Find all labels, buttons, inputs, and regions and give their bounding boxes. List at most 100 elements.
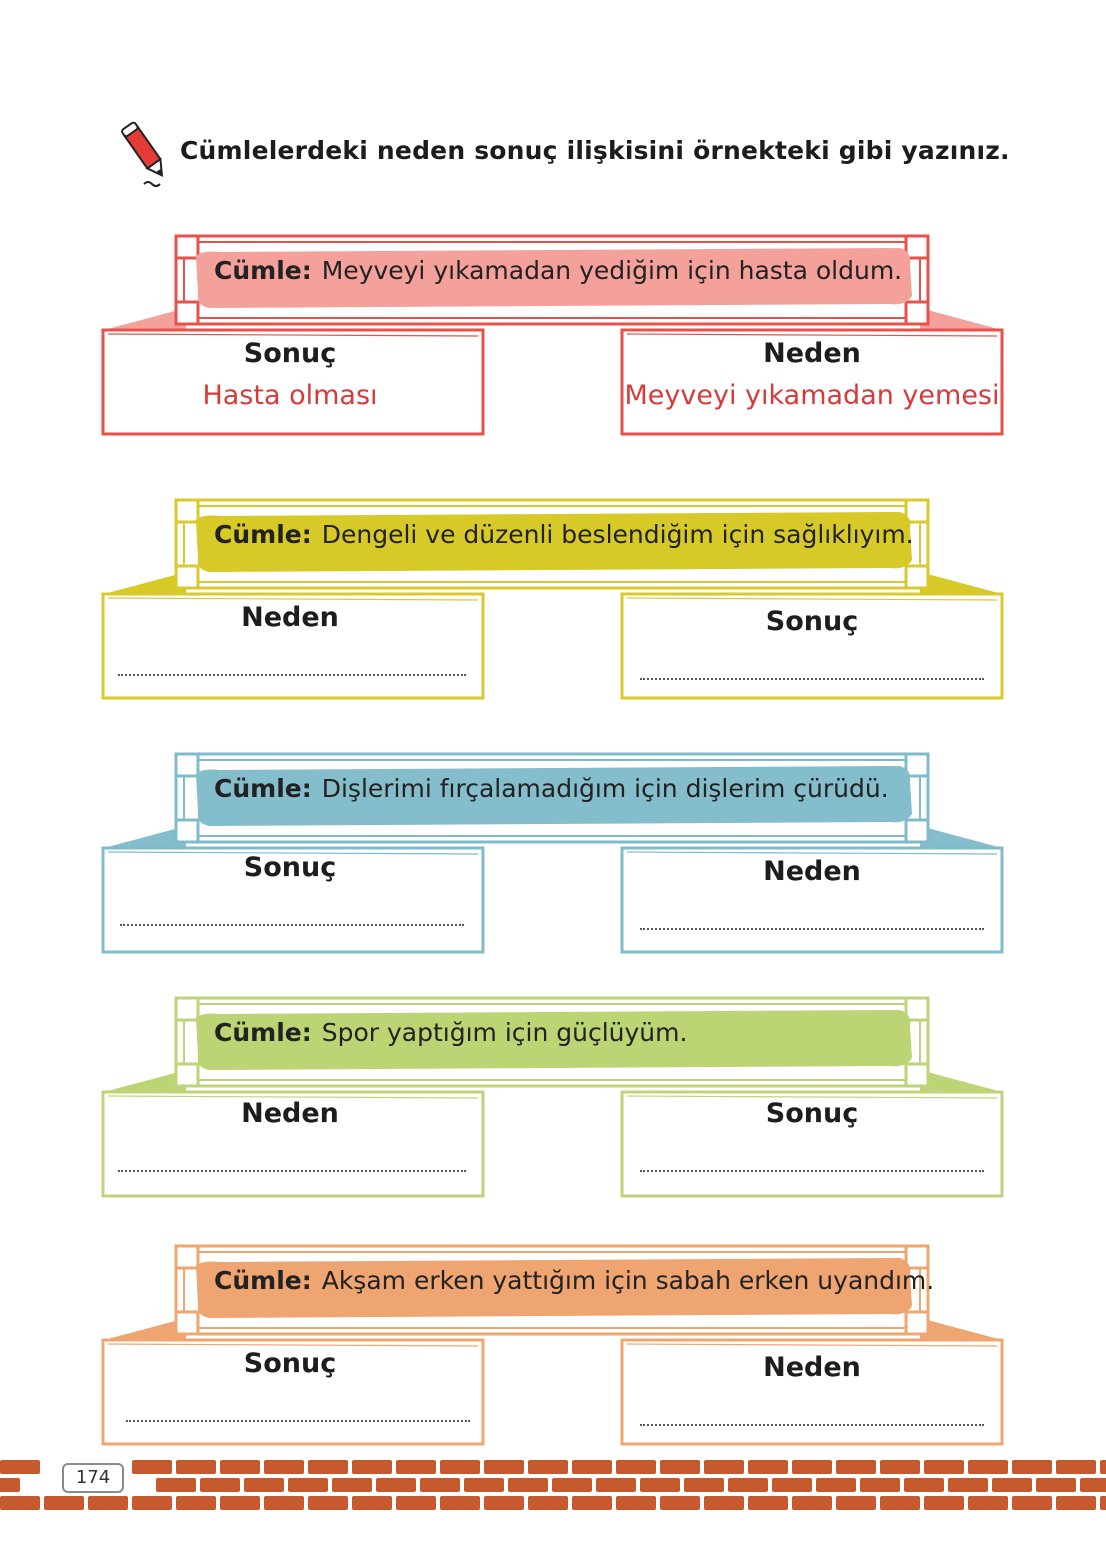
right-answer-line[interactable] xyxy=(640,678,984,680)
frame-corner-2 xyxy=(174,1310,200,1336)
brick xyxy=(156,1478,196,1492)
brick xyxy=(704,1496,744,1510)
left-answer-line[interactable] xyxy=(118,1170,466,1172)
brick-wall xyxy=(0,1460,1106,1510)
right-box-title: Sonuç xyxy=(765,606,859,637)
instruction-text: Cümlelerdeki neden sonuç ilişkisini örne… xyxy=(180,136,1010,165)
right-answer-box xyxy=(620,328,1004,436)
brick xyxy=(352,1460,392,1474)
frame-corner-0 xyxy=(174,498,200,524)
brick xyxy=(88,1496,128,1510)
banner-frame xyxy=(101,498,1004,700)
sentence-text: Meyveyi yıkamadan yediğim için hasta old… xyxy=(321,256,903,285)
brick xyxy=(440,1496,480,1510)
banner-inner-frame xyxy=(183,759,921,837)
brick xyxy=(836,1496,876,1510)
sentence-banner: Cümle:Meyveyi yıkamadan yediğim için has… xyxy=(214,256,902,285)
brick xyxy=(528,1496,568,1510)
left-answer-box xyxy=(101,846,485,954)
left-answer-box xyxy=(101,1090,485,1198)
right-box-answer: Meyveyi yıkamadan yemesi xyxy=(624,380,1000,411)
right-box-inner-line xyxy=(626,1095,998,1099)
sentence-text: Dişlerimi fırçalamadığım için dişlerim ç… xyxy=(321,774,889,803)
brick xyxy=(200,1478,240,1492)
right-answer-box xyxy=(620,1090,1004,1198)
brick xyxy=(552,1478,592,1492)
banner-frame xyxy=(101,1244,1004,1446)
banner-outer-frame xyxy=(174,234,930,326)
sentence-banner: Cümle:Akşam erken yattığım için sabah er… xyxy=(214,1266,934,1295)
brick xyxy=(308,1496,348,1510)
brick xyxy=(1012,1460,1052,1474)
sentence-band xyxy=(196,766,912,826)
brick xyxy=(44,1496,84,1510)
cumle-label: Cümle: xyxy=(214,774,312,803)
brick xyxy=(772,1478,812,1492)
brick xyxy=(220,1496,260,1510)
sentence-text: Dengeli ve düzenli beslendiğim için sağl… xyxy=(321,520,914,549)
ribbon-left-tail xyxy=(104,1318,186,1340)
frame-corner-3 xyxy=(904,564,930,590)
brick xyxy=(220,1460,260,1474)
left-box-inner-line xyxy=(107,1343,479,1347)
brick xyxy=(860,1478,900,1492)
brick xyxy=(1036,1478,1076,1492)
brick xyxy=(836,1460,876,1474)
brick xyxy=(484,1460,524,1474)
right-answer-box xyxy=(620,846,1004,954)
exercise-3: Cümle: Dişlerimi fırçalamadığım için dişl… xyxy=(100,748,1006,958)
brick xyxy=(132,1460,172,1474)
left-box-title: Sonuç xyxy=(243,852,337,883)
frame-corner-3 xyxy=(904,300,930,326)
brick xyxy=(288,1478,328,1492)
brick xyxy=(616,1496,656,1510)
ribbon-left-tail xyxy=(104,826,186,848)
pencil-icon xyxy=(121,121,164,187)
sentence-band xyxy=(196,1010,912,1070)
sentence-text: Akşam erken yattığım için sabah erken uy… xyxy=(321,1266,935,1295)
frame-corner-3 xyxy=(904,1062,930,1088)
page-footer: 174 xyxy=(0,1456,1106,1516)
right-answer-line[interactable] xyxy=(640,928,984,930)
frame-corner-2 xyxy=(174,818,200,844)
brick xyxy=(572,1460,612,1474)
brick xyxy=(748,1496,788,1510)
brick xyxy=(904,1478,944,1492)
brick xyxy=(1100,1496,1106,1510)
left-answer-line[interactable] xyxy=(118,674,466,676)
cumle-label: Cümle: xyxy=(214,1018,312,1047)
left-box-title: Sonuç xyxy=(243,338,337,369)
frame-corner-2 xyxy=(174,1062,200,1088)
page-number: 174 xyxy=(62,1463,124,1493)
sentence-text: Spor yaptığım için güçlüyüm. xyxy=(321,1018,688,1047)
brick xyxy=(176,1496,216,1510)
brick xyxy=(816,1478,856,1492)
frame-corner-0 xyxy=(174,234,200,260)
brick xyxy=(660,1496,700,1510)
brick xyxy=(880,1496,920,1510)
right-answer-line[interactable] xyxy=(640,1424,984,1426)
ribbon-left-tail xyxy=(104,572,186,594)
left-answer-line[interactable] xyxy=(126,1420,470,1422)
left-box-inner-line xyxy=(107,597,479,601)
banner-outer-frame xyxy=(174,752,930,844)
right-box-title: Neden xyxy=(763,856,861,887)
brick xyxy=(924,1496,964,1510)
brick xyxy=(352,1496,392,1510)
right-answer-box xyxy=(620,592,1004,700)
brick xyxy=(880,1460,920,1474)
exercise-1: Cümle:Meyveyi yıkamadan yediğim için has… xyxy=(100,230,1006,440)
sentence-band xyxy=(196,1258,912,1318)
brick xyxy=(332,1478,372,1492)
brick xyxy=(948,1478,988,1492)
right-answer-line[interactable] xyxy=(640,1170,984,1172)
exercise-5: Cümle:Akşam erken yattığım için sabah er… xyxy=(100,1240,1006,1450)
brick xyxy=(0,1496,40,1510)
frame-corner-1 xyxy=(904,996,930,1022)
brick xyxy=(420,1478,460,1492)
right-box-title: Neden xyxy=(763,338,861,369)
brick xyxy=(440,1460,480,1474)
sentence-band xyxy=(196,512,912,572)
brick xyxy=(0,1478,20,1492)
left-answer-line[interactable] xyxy=(120,924,464,926)
